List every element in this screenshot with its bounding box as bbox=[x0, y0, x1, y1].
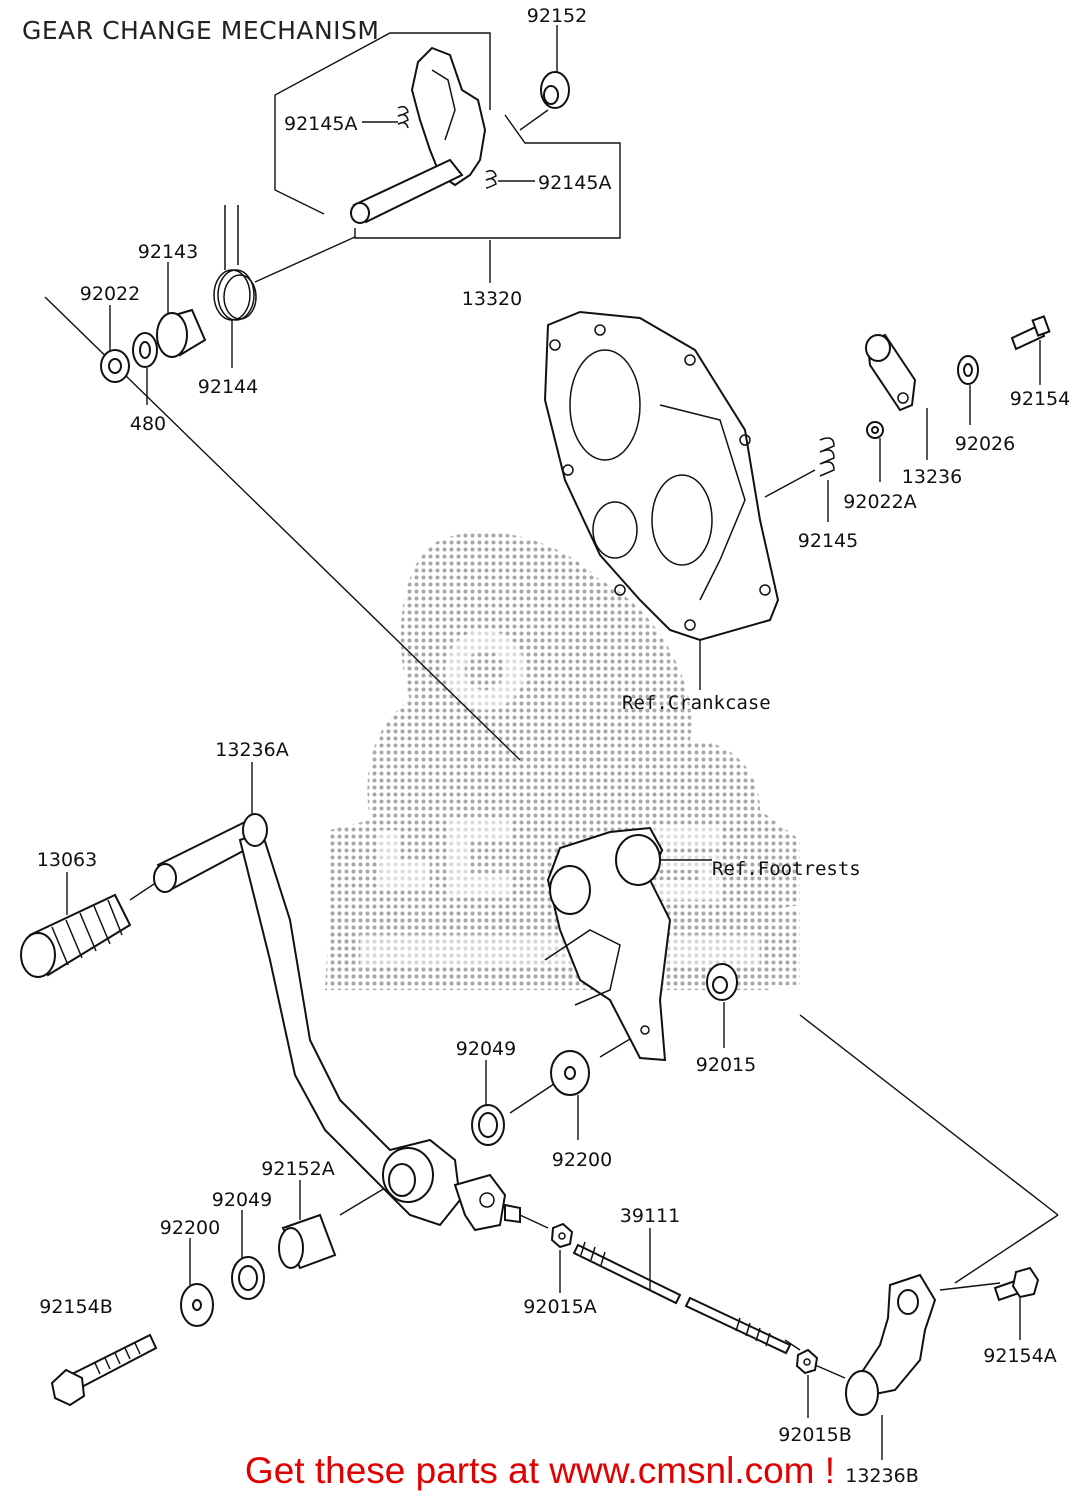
callout-13320: 13320 bbox=[462, 288, 522, 310]
bolt-92154A bbox=[993, 1266, 1040, 1302]
washer-92026 bbox=[957, 355, 979, 385]
washer-92022A bbox=[866, 421, 884, 439]
leader-lines bbox=[44, 32, 1059, 1379]
spring-92145A-top bbox=[397, 105, 409, 129]
callout-92152A: 92152A bbox=[261, 1158, 334, 1180]
footer-link-text[interactable]: Get these parts at www.cmsnl.com ! bbox=[244, 1450, 836, 1491]
oil-seal-92049-low bbox=[231, 1256, 265, 1300]
washer-92200-top bbox=[550, 1050, 590, 1096]
callout-92154A: 92154A bbox=[983, 1345, 1056, 1367]
callout-labels: 92152 92145A 92145A 13320 92143 92022 48… bbox=[37, 5, 1070, 1487]
callout-13236B: 13236B bbox=[845, 1465, 918, 1487]
callout-13063: 13063 bbox=[37, 849, 97, 871]
collar-92152A bbox=[278, 1213, 337, 1270]
collar-92015 bbox=[706, 963, 738, 1001]
callout-92145: 92145 bbox=[798, 530, 858, 552]
spring-92145 bbox=[819, 437, 835, 477]
callout-92049-top: 92049 bbox=[456, 1038, 516, 1060]
circlip-480 bbox=[132, 332, 158, 368]
washer-92200-low bbox=[180, 1283, 214, 1327]
lever-13236B bbox=[845, 1273, 937, 1416]
callout-92145A-top: 92145A bbox=[284, 113, 357, 135]
bolt-92154B bbox=[50, 1333, 158, 1407]
washer-92022 bbox=[100, 349, 130, 383]
watermark-logo bbox=[325, 532, 800, 990]
callout-92143: 92143 bbox=[138, 241, 198, 263]
callout-13236: 13236 bbox=[902, 466, 962, 488]
oil-seal-92049-top bbox=[471, 1104, 505, 1146]
shift-shaft-assembly bbox=[350, 46, 487, 224]
callout-ref-crankcase: Ref.Crankcase bbox=[622, 692, 771, 714]
bushing-92143 bbox=[156, 308, 207, 358]
lever-13236 bbox=[865, 333, 917, 412]
return-spring-92144 bbox=[213, 205, 257, 321]
callout-92154: 92154 bbox=[1010, 388, 1070, 410]
page-title: GEAR CHANGE MECHANISM bbox=[22, 16, 380, 45]
callout-92154B: 92154B bbox=[39, 1296, 112, 1318]
callout-ref-footrests: Ref.Footrests bbox=[712, 858, 861, 880]
rubber-footpeg-13063 bbox=[20, 893, 132, 978]
callout-92144: 92144 bbox=[198, 376, 258, 398]
nut-92015B bbox=[795, 1348, 819, 1375]
callout-92200-top: 92200 bbox=[552, 1149, 612, 1171]
callout-92026: 92026 bbox=[955, 433, 1015, 455]
callout-92022: 92022 bbox=[80, 283, 140, 305]
callout-92049-low: 92049 bbox=[212, 1189, 272, 1211]
callout-39111: 39111 bbox=[620, 1205, 680, 1227]
bolt-92154 bbox=[1010, 315, 1051, 351]
callout-92015: 92015 bbox=[696, 1054, 756, 1076]
spring-92145A-mid bbox=[485, 169, 497, 189]
callout-92152: 92152 bbox=[527, 5, 587, 27]
callout-13236A: 13236A bbox=[215, 739, 288, 761]
collar-92152 bbox=[540, 71, 570, 109]
footrest-bracket bbox=[544, 826, 672, 1062]
callout-92200-low: 92200 bbox=[160, 1217, 220, 1239]
callout-92015B: 92015B bbox=[778, 1424, 851, 1446]
shift-pedal-13236A bbox=[153, 813, 521, 1232]
callout-92015A: 92015A bbox=[523, 1296, 596, 1318]
callout-92022A: 92022A bbox=[843, 491, 916, 513]
callout-leaders bbox=[66, 25, 1041, 1460]
nut-92015A bbox=[550, 1222, 574, 1249]
crankcase-cover bbox=[543, 310, 780, 642]
callout-92145A-mid: 92145A bbox=[538, 172, 611, 194]
tie-rod-39111 bbox=[572, 1241, 792, 1355]
callout-480: 480 bbox=[130, 413, 166, 435]
